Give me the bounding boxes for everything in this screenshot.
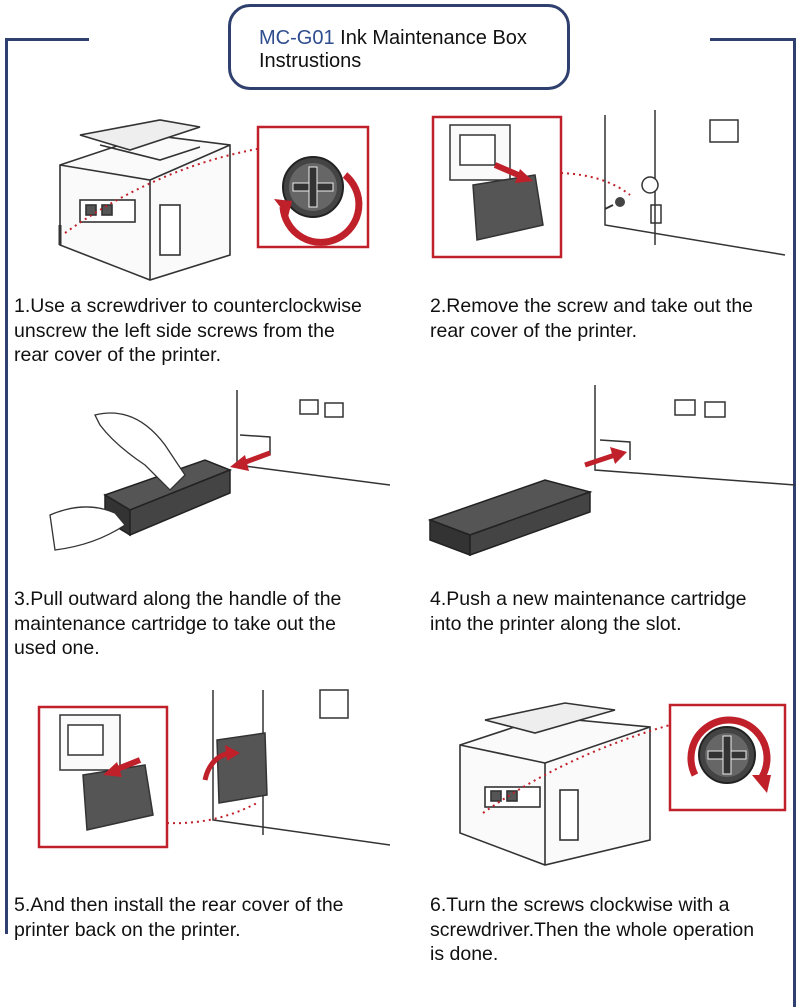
step-3-caption: 3.Pull outward along the handle of the m… — [14, 587, 341, 661]
step-2-line: rear cover of the printer. — [430, 319, 638, 342]
step-3-line: used one. — [14, 637, 100, 659]
screw-icon — [282, 156, 344, 218]
step-6-line: is done. — [430, 943, 499, 965]
step-4-line: 4.Push a new maintenance cartridge — [430, 588, 747, 610]
step-3-illustration — [45, 385, 390, 575]
dotted-guide — [166, 802, 258, 825]
screw-icon — [698, 726, 756, 784]
printer-illustration — [459, 702, 651, 866]
arrow-icon — [113, 757, 142, 773]
title-rest: Ink Maintenance Box — [334, 27, 527, 49]
step-1-line: rear cover of the printer. — [14, 344, 222, 366]
title-box: MC-G01 Ink Maintenance Box Instrustions — [228, 4, 570, 90]
step-6-line: 6.Turn the screws clockwise with a — [430, 894, 730, 916]
step-6-illustration — [455, 695, 790, 870]
arrow-icon — [584, 452, 616, 468]
step-4-line: into the printer along the slot. — [430, 612, 682, 635]
step-5-line: printer back on the printer. — [14, 918, 241, 941]
frame-left-top — [5, 38, 89, 41]
step-1-illustration — [40, 105, 380, 285]
hand-illustration — [49, 412, 186, 551]
step-1-line: unscrew the left side screws from the — [14, 319, 335, 342]
step-2-illustration — [425, 105, 795, 285]
step-4-illustration — [425, 380, 795, 575]
frame-right-top — [710, 38, 796, 41]
rotate-clockwise-icon — [687, 716, 771, 783]
step-5-line: 5.And then install the rear cover of the — [14, 894, 344, 916]
step-6-caption: 6.Turn the screws clockwise with a screw… — [430, 893, 754, 967]
step-1-caption: 1.Use a screwdriver to counterclockwise … — [14, 294, 362, 368]
title-line-1: MC-G01 Ink Maintenance Box — [259, 27, 527, 49]
step-2-line: 2.Remove the screw and take out the — [430, 295, 754, 317]
dotted-guide — [482, 724, 671, 814]
step-3-line: 3.Pull outward along the handle of the — [14, 588, 342, 610]
screw-icon — [604, 197, 625, 210]
printer-illustration — [58, 119, 231, 281]
title-line-2: Instrustions — [259, 50, 362, 72]
step-5-illustration — [35, 685, 390, 860]
step-5-caption: 5.And then install the rear cover of the… — [14, 893, 344, 942]
step-4-caption: 4.Push a new maintenance cartridge into … — [430, 587, 747, 636]
frame-left-vertical — [5, 38, 8, 934]
step-6-line: screwdriver.Then the whole operation — [430, 918, 755, 941]
rotate-counterclockwise-icon — [279, 172, 363, 246]
step-2-caption: 2.Remove the screw and take out the rear… — [430, 294, 753, 343]
frame-right-vertical — [793, 38, 796, 1007]
dotted-guide — [560, 172, 631, 196]
maintenance-cartridge-illustration — [427, 479, 593, 557]
step-1-line: 1.Use a screwdriver to counterclockwise — [14, 295, 362, 317]
step-3-line: maintenance cartridge to take out the — [14, 612, 336, 635]
arrow-icon — [242, 450, 271, 466]
model-name: MC-G01 — [259, 27, 335, 49]
